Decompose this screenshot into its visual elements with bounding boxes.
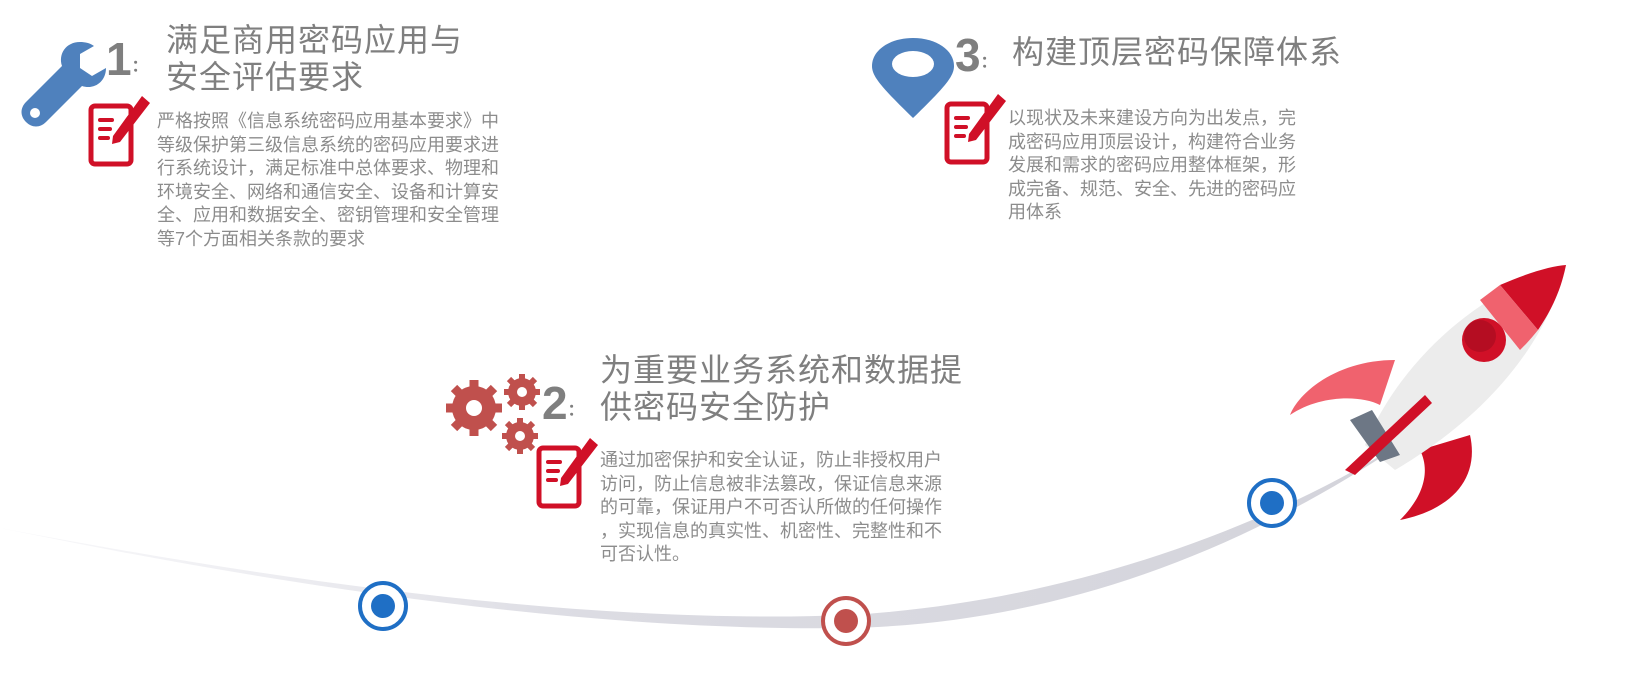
note-edit-icon: [88, 96, 150, 167]
item-description: 以现状及未来建设方向为出发点，完成密码应用顶层设计，构建符合业务发展和需求的密码…: [1008, 108, 1296, 222]
item-title: 构建顶层密码保障体系: [1012, 34, 1343, 70]
item-title: 为重要业务系统和数据提供密码安全防护: [600, 352, 964, 425]
milestone-dot-3: [1247, 478, 1297, 528]
note-edit-icon: [536, 438, 598, 509]
item-number: 2：: [542, 377, 584, 429]
gears-icon: [446, 374, 540, 454]
milestone-dot-1: [358, 581, 408, 631]
item-description: 通过加密保护和安全认证，防止非授权用户访问，防止信息被非法篡改，保证信息来源的可…: [600, 450, 942, 564]
item-title: 满足商用密码应用与安全评估要求: [166, 22, 464, 95]
item-number: 3：: [955, 29, 997, 81]
rocket-icon: [1290, 265, 1566, 520]
item-number: 1：: [106, 33, 148, 85]
note-edit-icon: [944, 94, 1006, 165]
item-description: 严格按照《信息系统密码应用基本要求》中等级保护第三级信息系统的密码应用要求进行系…: [157, 111, 499, 249]
wrench-icon: [21, 42, 106, 127]
location-pin-icon: [872, 38, 954, 118]
milestone-dot-2: [821, 596, 871, 646]
